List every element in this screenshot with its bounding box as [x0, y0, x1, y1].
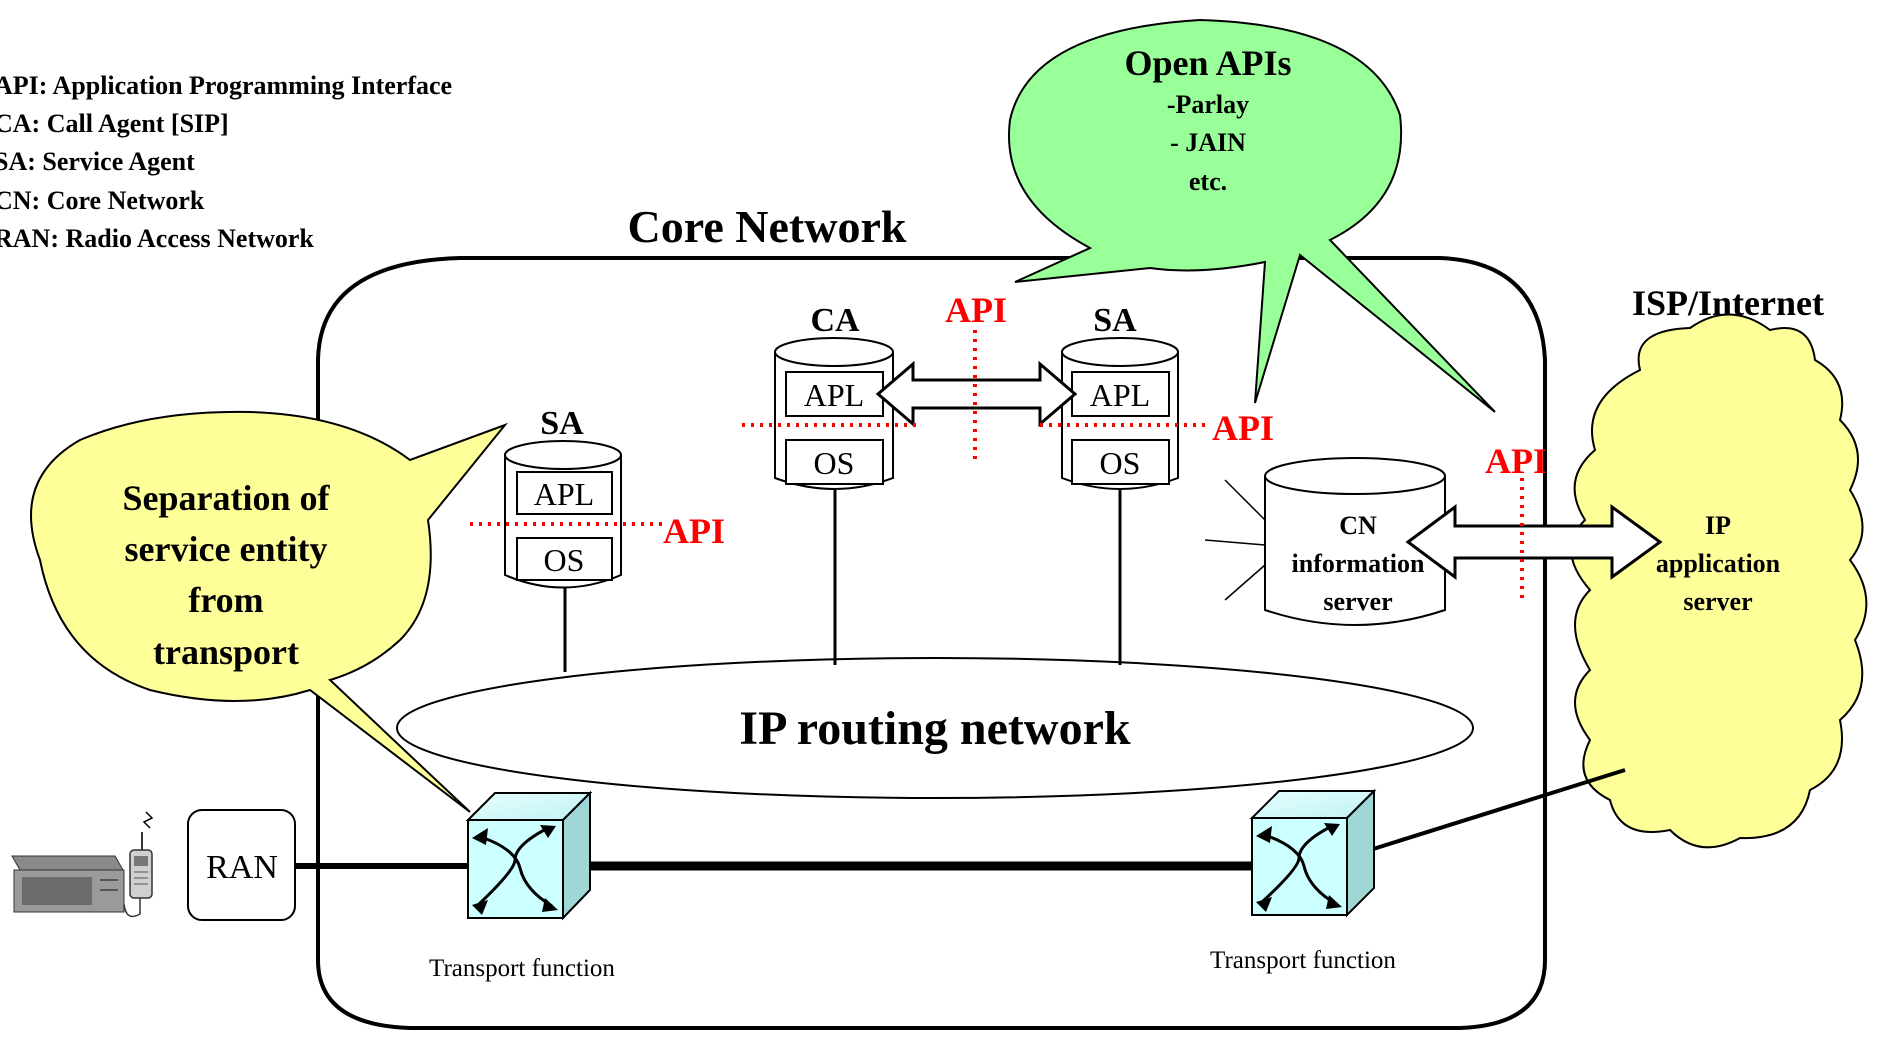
open-apis-parlay: -Parlay: [1167, 90, 1249, 119]
ip-routing-network: [396, 657, 1474, 799]
separation-line-2: service entity: [125, 529, 328, 569]
separation-line-1: Separation of: [123, 478, 331, 518]
legend-sa: SA: Service Agent: [0, 147, 195, 176]
open-apis-bubble: [1008, 18, 1496, 413]
cn-server-line-1: CN: [1339, 511, 1377, 540]
sa-top-apl: APL: [1090, 377, 1150, 413]
ip-server-line-1: IP: [1705, 511, 1731, 540]
legend: API: Application Programming Interface C…: [0, 71, 452, 253]
api-label-ca-sa: API: [945, 290, 1007, 330]
ran-label: RAN: [206, 849, 278, 886]
open-apis-jain: - JAIN: [1170, 128, 1246, 157]
api-boundaries: [470, 330, 1524, 600]
ca-os: OS: [814, 445, 855, 481]
ca-os-box: [785, 439, 884, 485]
sa-left-os: OS: [544, 542, 585, 578]
cn-ip-double-arrow: [1405, 504, 1663, 580]
sa-left-apl-box: [516, 471, 613, 515]
open-apis-etc: etc.: [1189, 167, 1227, 196]
sa-top-label: SA: [1093, 302, 1137, 339]
ca-node: CA APL OS: [774, 302, 894, 490]
api-label-sa-left: API: [663, 511, 725, 551]
api-label-sa-top: API: [1212, 408, 1274, 448]
open-apis-title: Open APIs: [1124, 43, 1291, 83]
ip-routing-label: IP routing network: [739, 702, 1130, 755]
ca-apl-box: [785, 371, 884, 417]
isp-title: ISP/Internet: [1632, 283, 1824, 323]
legend-cn: CN: Core Network: [0, 186, 205, 215]
api-label-isp: API: [1485, 441, 1547, 481]
core-network-boundary: [316, 256, 1547, 1030]
transport-to-isp-link: [1369, 768, 1626, 852]
ca-apl: APL: [804, 377, 864, 413]
sa-top-node: SA APL OS: [1061, 302, 1179, 490]
transport-left-label: Transport function: [429, 955, 615, 982]
separation-bubble: [30, 410, 509, 813]
transport-cube-right: [1249, 788, 1377, 918]
separation-line-3: from: [188, 580, 263, 620]
laptop-icon: [11, 855, 125, 913]
cn-server-line-2: information: [1292, 549, 1425, 578]
cn-server-node: CN information server: [1204, 457, 1446, 626]
mobile-phone-icon: [123, 811, 154, 918]
core-network-title: Core Network: [628, 201, 907, 252]
cn-server-line-3: server: [1323, 587, 1392, 616]
sa-left-os-box: [516, 537, 613, 581]
isp-cloud: [1570, 313, 1868, 849]
transport-cube-left: [465, 790, 593, 921]
separation-line-4: transport: [153, 632, 299, 672]
sa-top-apl-box: [1071, 371, 1170, 417]
ip-server-line-3: server: [1683, 587, 1752, 616]
ca-label: CA: [810, 302, 860, 339]
sa-left-label: SA: [540, 405, 584, 442]
ran-box: [187, 809, 296, 921]
sa-top-os-box: [1071, 439, 1170, 485]
legend-api: API: Application Programming Interface: [0, 71, 452, 100]
legend-ran: RAN: Radio Access Network: [0, 224, 314, 253]
sa-left-apl: APL: [534, 476, 594, 512]
transport-right-label: Transport function: [1210, 947, 1396, 974]
sa-left-node: SA APL OS: [504, 405, 622, 589]
ip-server-line-2: application: [1656, 549, 1781, 578]
sa-top-os: OS: [1100, 445, 1141, 481]
legend-ca: CA: Call Agent [SIP]: [0, 109, 229, 138]
